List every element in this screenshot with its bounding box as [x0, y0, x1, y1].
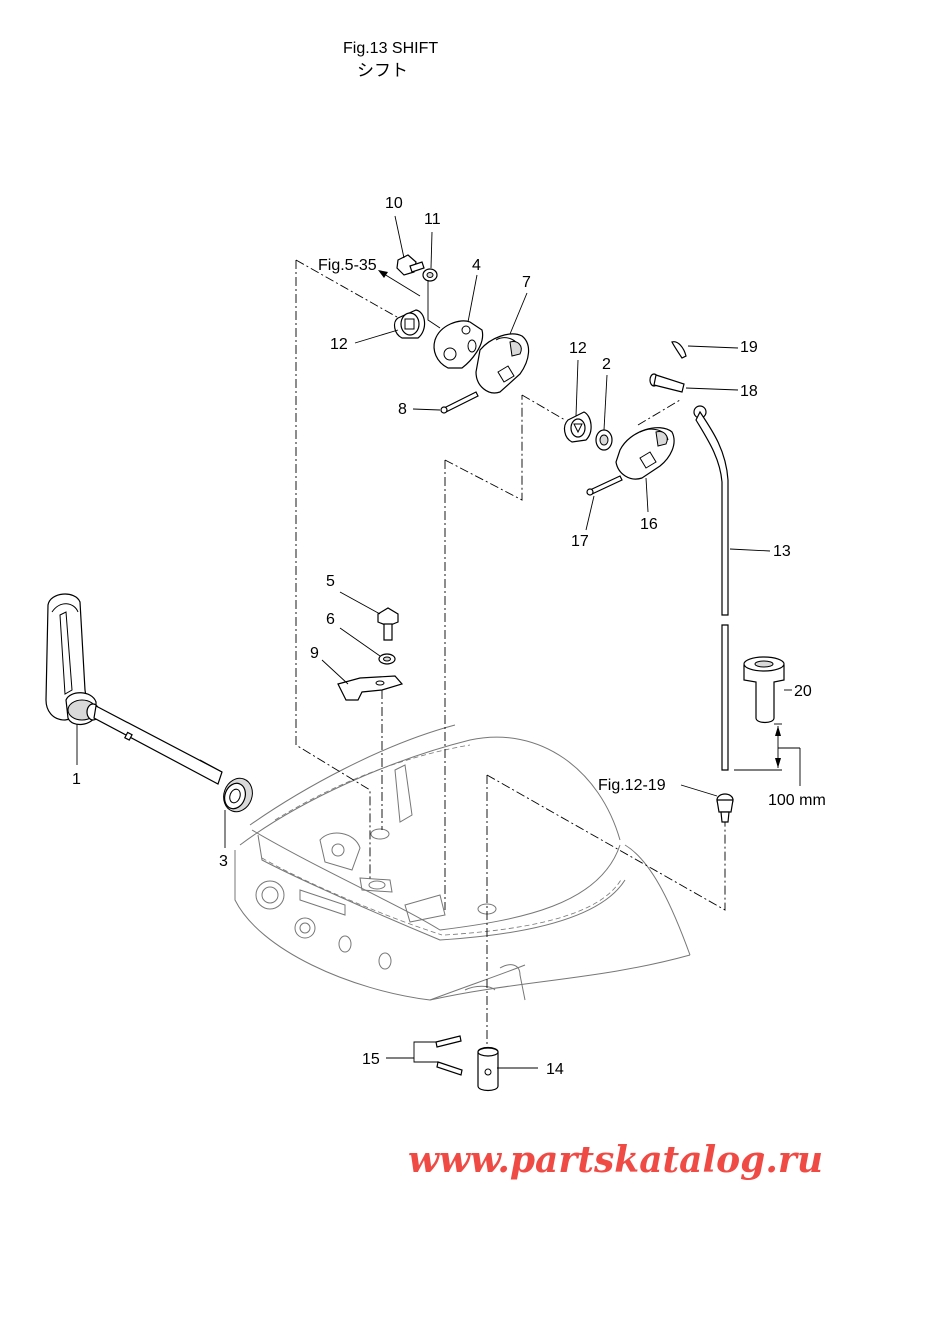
callout-17: 17 [571, 533, 589, 550]
oil-seal-part-3 [223, 777, 253, 813]
callout-8: 8 [398, 401, 407, 418]
callout-19: 19 [740, 339, 758, 356]
callout-7: 7 [522, 274, 531, 291]
cotter-pin-part-8 [440, 391, 479, 414]
callout-11: 11 [424, 211, 441, 228]
lower-cowling-housing [234, 724, 691, 1001]
callout-13: 13 [773, 543, 791, 560]
bolt-part-5 [377, 607, 399, 641]
callout-14: 14 [546, 1061, 564, 1078]
washer-part-6 [378, 653, 396, 665]
callout-20: 20 [794, 683, 812, 700]
dimension-label: 100 mm [768, 792, 826, 809]
callout-3: 3 [219, 853, 228, 870]
washer-part-2 [595, 429, 613, 451]
callout-12-lower: 12 [569, 340, 587, 357]
dimension-100mm: 100 mm [734, 723, 826, 809]
leader-lines [76, 215, 792, 1069]
callout-15: 15 [362, 1051, 380, 1068]
figure-title: Fig.13 SHIFT [343, 40, 438, 57]
collar-part-12-lower [563, 411, 592, 443]
cotter-pin-part-17 [586, 475, 623, 496]
rod-grommet [716, 793, 734, 823]
link-joint-part-14 [477, 1046, 499, 1092]
callout-1: 1 [72, 771, 81, 788]
collar-part-12-upper [393, 309, 426, 339]
callout-6: 6 [326, 611, 335, 628]
bolt-part-10 [396, 254, 425, 276]
plate-part-9 [337, 675, 404, 701]
callout-2: 2 [602, 356, 611, 373]
callout-12-upper: 12 [330, 336, 348, 353]
shift-cam-part-16 [615, 427, 675, 480]
shift-lever-part-1 [45, 593, 223, 785]
shift-cam-part-7 [475, 333, 530, 394]
callout-16: 16 [640, 516, 658, 533]
assembly-lines [295, 259, 726, 1048]
callout-5: 5 [326, 573, 335, 590]
reference-fig-12-19: Fig.12-19 [598, 777, 666, 794]
cotter-pin-part-19 [671, 341, 687, 359]
shift-rod-part-13 [693, 405, 729, 771]
reference-fig-5-35: Fig.5-35 [318, 257, 377, 274]
pins-part-15 [435, 1035, 463, 1076]
callout-9: 9 [310, 645, 319, 662]
watermark: www.partskatalog.ru [408, 1139, 823, 1181]
shift-plate-part-4 [433, 320, 484, 369]
callout-18: 18 [740, 383, 758, 400]
clevis-pin-part-18 [649, 373, 685, 393]
callout-10: 10 [385, 195, 403, 212]
callout-4: 4 [472, 257, 481, 274]
washer-part-11 [422, 268, 438, 282]
figure-subtitle-jp: シフト [357, 61, 408, 81]
gauge-part-20 [743, 656, 785, 724]
